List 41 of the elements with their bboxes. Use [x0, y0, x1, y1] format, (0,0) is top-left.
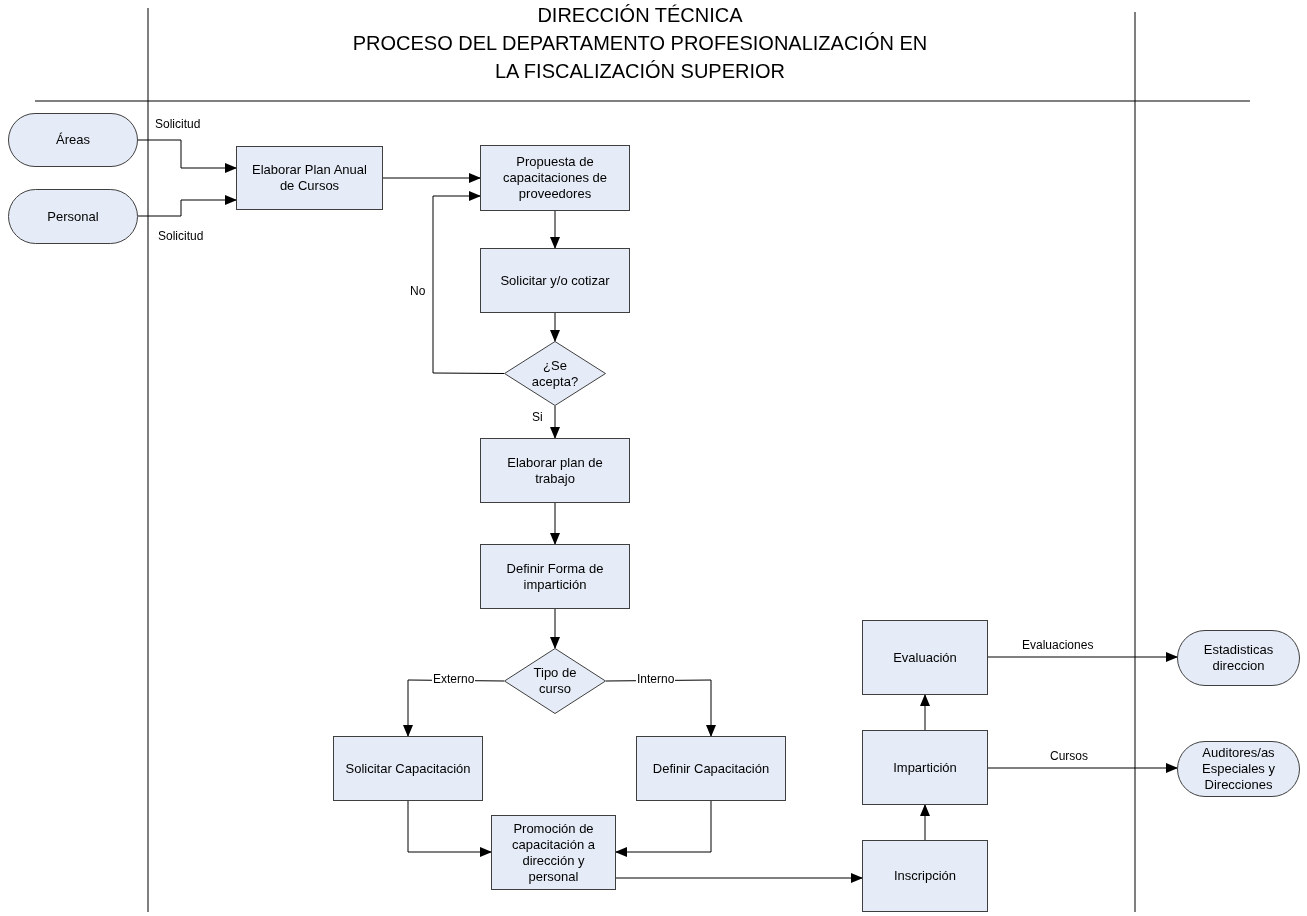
edge-label: Solicitud [158, 229, 204, 244]
arrow [137, 195, 237, 217]
process-box: Solicitar Capacitación [333, 736, 483, 801]
arrow [615, 800, 712, 857]
arrow [137, 139, 237, 173]
decision-diamond: ¿Se acepta? [504, 341, 606, 406]
arrow [550, 312, 560, 342]
process-box: Impartición [862, 730, 988, 805]
terminal-node: Áreas [8, 113, 138, 167]
arrow [987, 763, 1178, 773]
process-box: Elaborar Plan Anual de Cursos [236, 146, 383, 210]
process-box: Propuesta de capacitaciones de proveedores [480, 145, 630, 211]
edge-label: No [410, 284, 426, 299]
edge-label: Solicitud [155, 117, 201, 132]
process-box: Evaluación [862, 620, 988, 695]
arrow [550, 405, 560, 439]
terminal-node: Estadisticas direccion [1177, 630, 1300, 686]
process-box: Elaborar plan de trabajo [480, 438, 630, 503]
header-label: DIRECCIÓN TÉCNICA [536, 3, 744, 27]
edge-label: Evaluaciones [1022, 638, 1094, 653]
process-box: Solicitar y/o cotizar [480, 248, 630, 313]
arrow [550, 502, 560, 545]
process-box: Definir Forma de impartición [480, 544, 630, 609]
arrow [615, 873, 863, 883]
edge-label: Si [532, 410, 543, 425]
arrow [920, 804, 930, 841]
decision-diamond: Tipo de curso [504, 648, 606, 714]
terminal-node: Auditores/as Especiales y Direcciones [1177, 741, 1300, 797]
process-box: Inscripción [862, 840, 988, 912]
process-box: Definir Capacitación [636, 736, 786, 801]
edge-label: Cursos [1050, 749, 1088, 764]
terminal-node: Personal [8, 189, 138, 244]
arrow [550, 608, 560, 649]
arrow [920, 694, 930, 731]
arrow [550, 210, 560, 249]
arrow [382, 173, 481, 183]
arrow [432, 191, 505, 374]
arrow [407, 800, 492, 857]
arrow [987, 652, 1178, 662]
diagram-title: PROCESO DEL DEPARTAMENTO PROFESIONALIZACIÓN EN LA FISCALIZACIÓN SUPERIOR [351, 31, 929, 84]
process-box: Promoción de capacitación a dirección y personal [491, 815, 616, 890]
